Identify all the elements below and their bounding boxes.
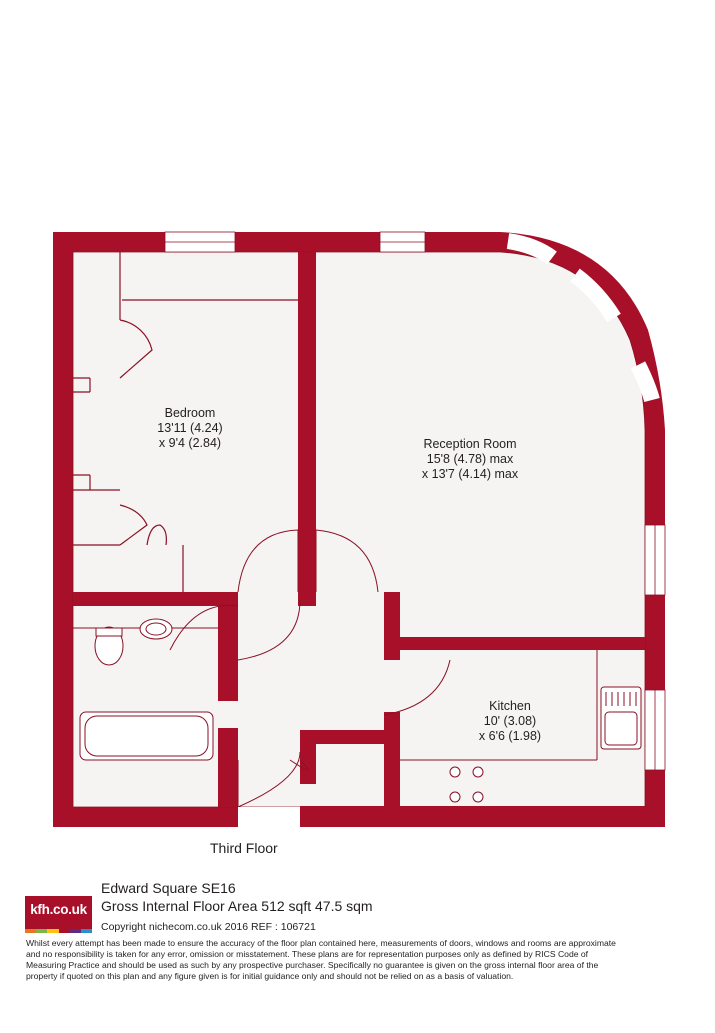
room-name: Kitchen <box>489 699 531 713</box>
room-label-bedroom: Bedroom 13'11 (4.24) x 9'4 (2.84) <box>120 406 260 451</box>
room-name: Reception Room <box>423 437 517 451</box>
disclaimer-text: Whilst every attempt has been made to en… <box>26 938 616 981</box>
entrance-opening <box>238 807 300 827</box>
room-name: Bedroom <box>164 406 216 420</box>
windows <box>164 231 666 771</box>
logo-color-strip <box>25 929 93 933</box>
property-address: Edward Square SE16 <box>101 880 236 896</box>
room-dimension: x 6'6 (1.98) <box>478 729 542 743</box>
floor-area: Gross Internal Floor Area 512 sqft 47.5 … <box>101 898 373 914</box>
room-dimension: x 13'7 (4.14) max <box>421 467 519 481</box>
copyright-text: Copyright nichecom.co.uk 2016 REF : 1067… <box>101 921 316 933</box>
logo-text: kfh.co.uk <box>30 902 87 917</box>
kitchen-fixtures <box>400 650 642 803</box>
room-dimension: x 9'4 (2.84) <box>158 436 222 450</box>
room-dimension: 15'8 (4.78) max <box>426 452 514 466</box>
room-dimension: 13'11 (4.24) <box>157 421 223 435</box>
partitions <box>73 252 645 808</box>
room-dimension: 10' (3.08) <box>483 714 537 728</box>
room-label-kitchen: Kitchen 10' (3.08) x 6'6 (1.98) <box>450 699 570 744</box>
kfh-logo[interactable]: kfh.co.uk <box>25 896 93 933</box>
doors <box>169 529 451 808</box>
floor-label: Third Floor <box>210 840 278 856</box>
curved-windows <box>506 233 660 403</box>
bathroom-fixtures <box>73 618 218 761</box>
cupboards <box>73 252 298 592</box>
property-info: Edward Square SE16 Gross Internal Floor … <box>101 879 373 936</box>
room-label-reception: Reception Room 15'8 (4.78) max x 13'7 (4… <box>390 437 550 482</box>
